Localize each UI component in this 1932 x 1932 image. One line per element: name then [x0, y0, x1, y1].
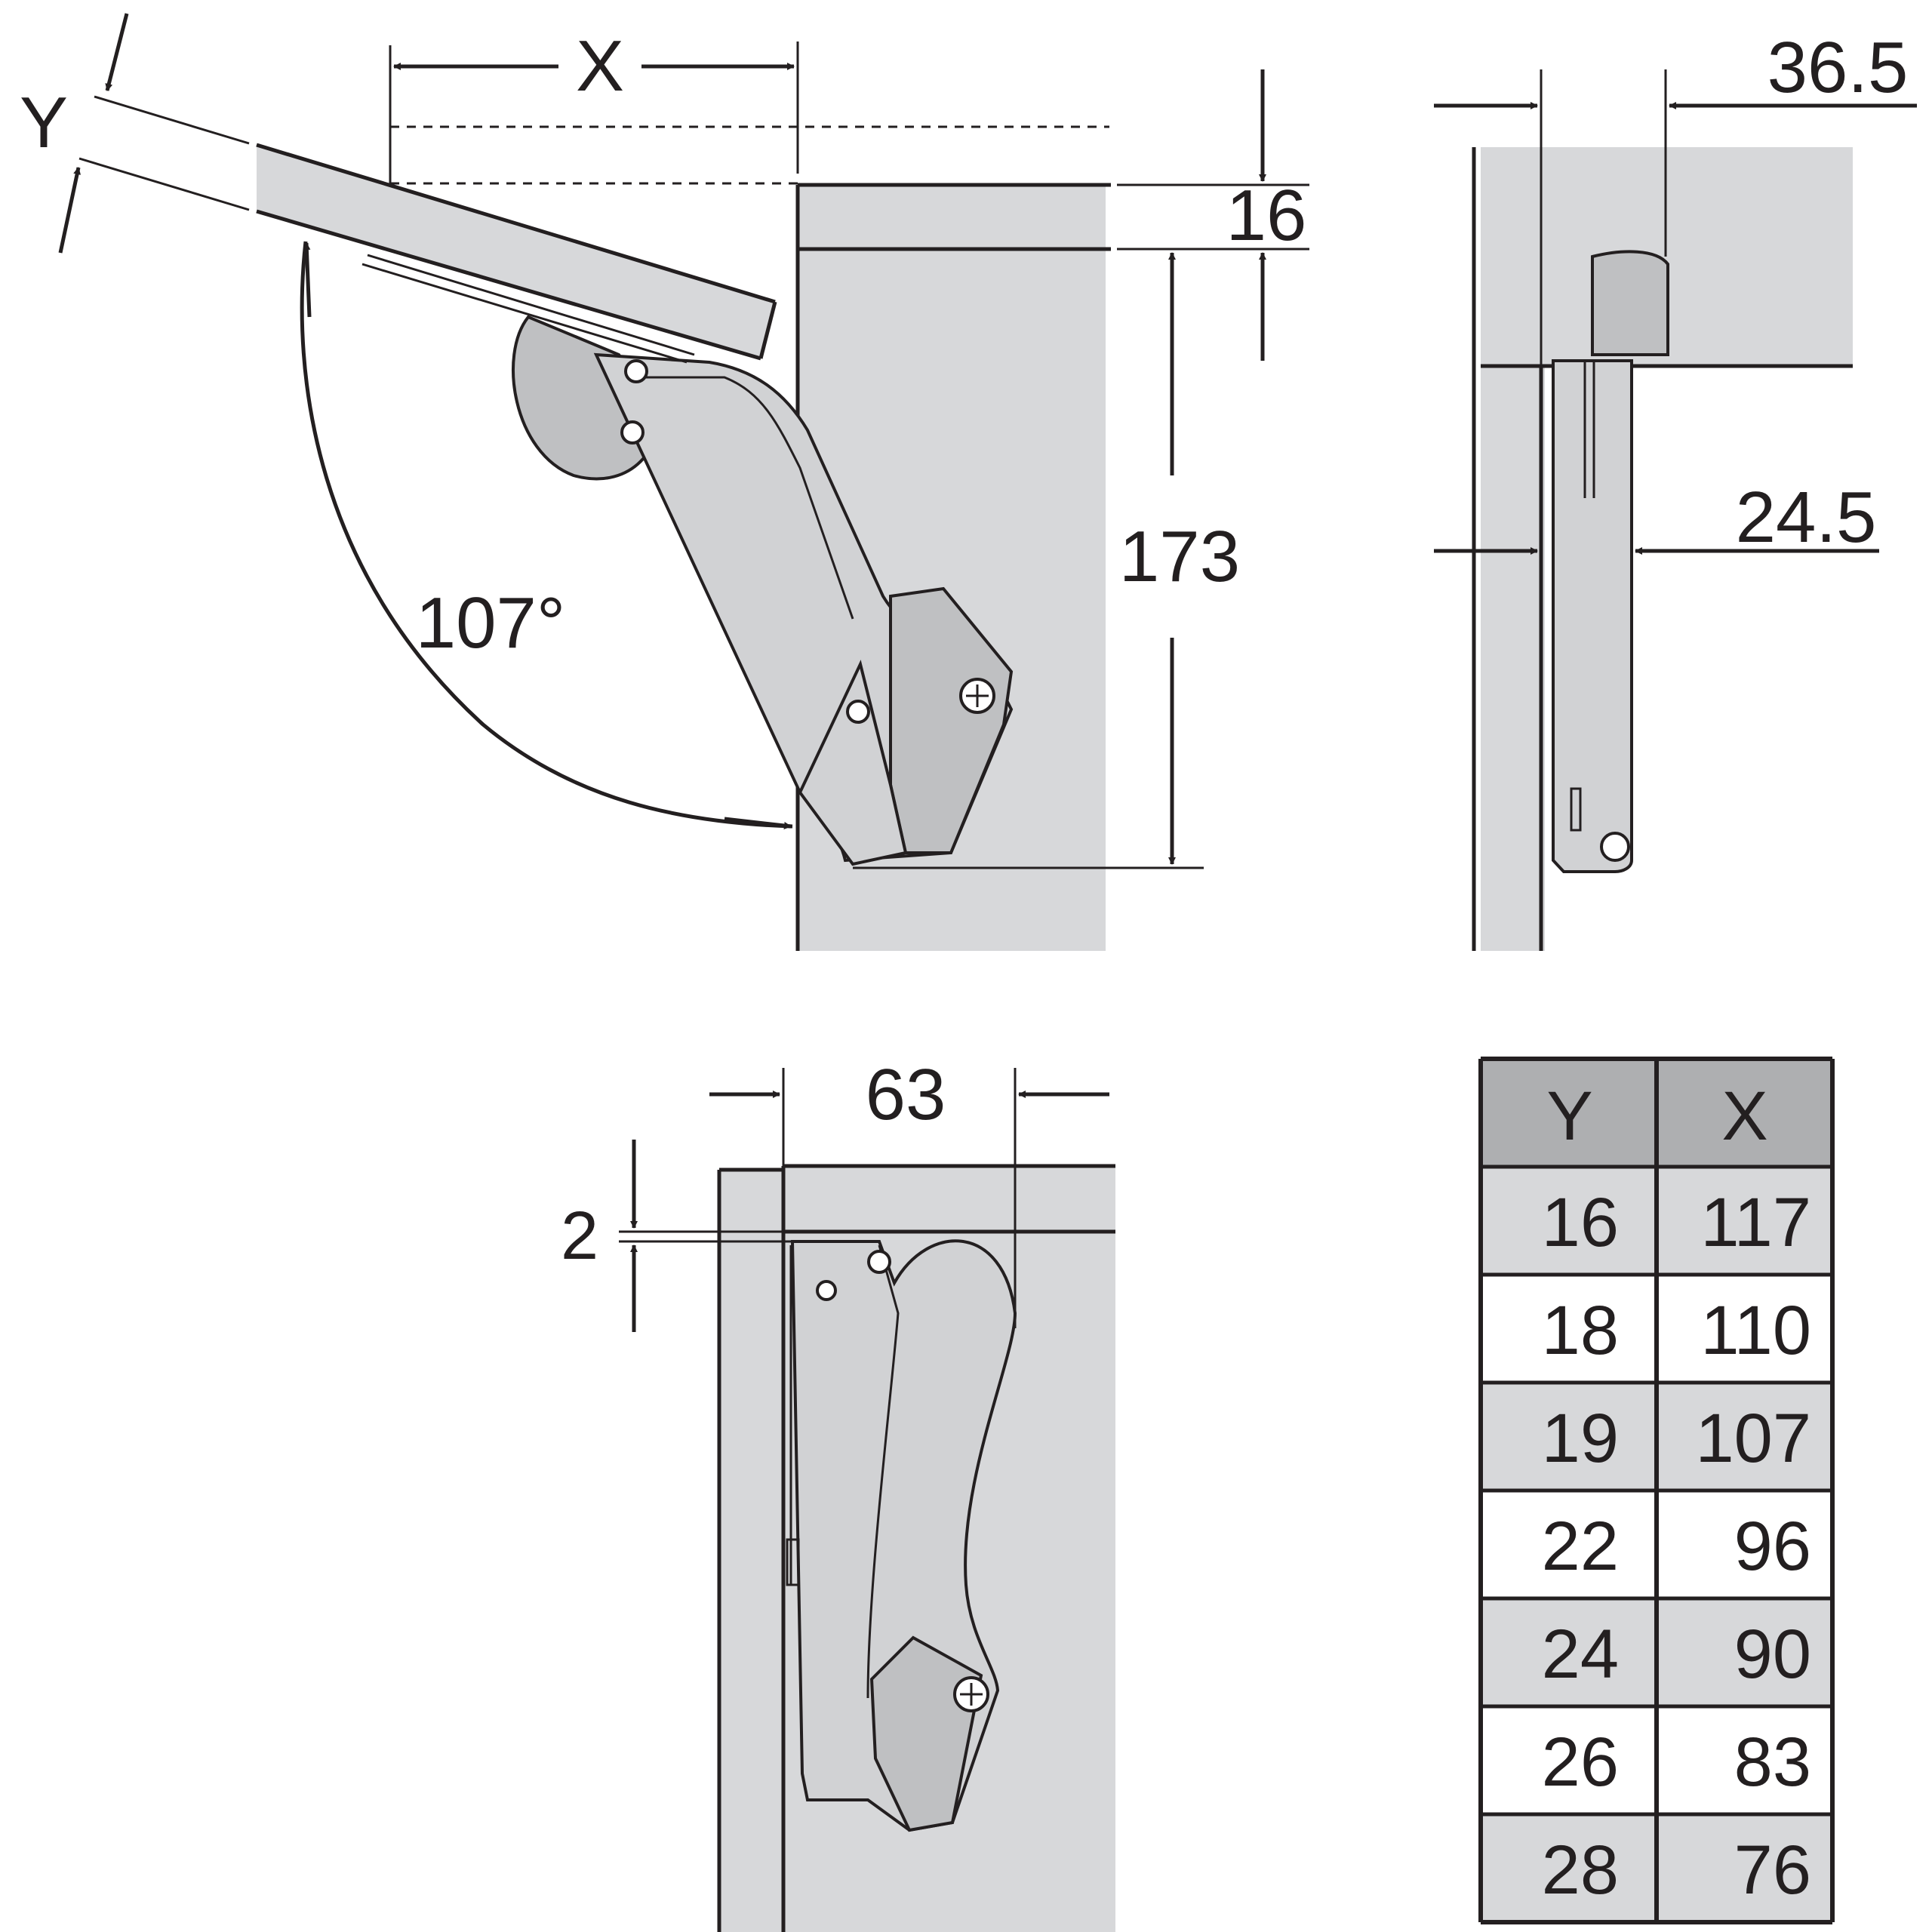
table-cell-x: 96	[1734, 1508, 1811, 1585]
flap-mount-rail-2	[361, 263, 688, 364]
table-header-y: Y	[1546, 1078, 1592, 1155]
open-flap	[257, 145, 775, 358]
pivot-icon-2	[620, 420, 645, 445]
table-cell-x: 107	[1696, 1400, 1812, 1477]
angle-arrow-bottom	[724, 817, 792, 829]
flap-edge-end	[758, 301, 777, 359]
x-dimension-label: X	[576, 26, 624, 106]
xy-table: Y X 16 117 18 110 19 107 22 96 24 90 26 83 28 76	[1478, 1057, 1835, 1924]
flap-edge-bottom	[256, 209, 761, 361]
screw-cross	[966, 685, 989, 707]
table-cell-x: 110	[1700, 1292, 1811, 1369]
angle-arc	[300, 241, 793, 829]
y-arrow-bottom	[58, 167, 82, 254]
table-header-x-cell	[1657, 1059, 1832, 1167]
thickness-label: 16	[1226, 175, 1307, 256]
flap-edge-top	[256, 143, 776, 304]
table-cell-y: 22	[1542, 1508, 1619, 1585]
table-grid	[1478, 1057, 1835, 1924]
table-cell-x: 117	[1700, 1184, 1811, 1261]
y-ext-bottom	[78, 157, 250, 211]
rivet-icon	[846, 700, 870, 724]
side-screw-icon	[1600, 832, 1630, 862]
closed-mechanism-inner	[866, 1244, 900, 1699]
table-cell-y: 18	[1542, 1292, 1619, 1369]
side-view: 36.5 24.5	[1434, 27, 1917, 951]
table-header-y-cell	[1481, 1059, 1657, 1167]
table-cell-y: 19	[1542, 1400, 1619, 1477]
hinge-arm-inner	[626, 376, 854, 620]
open-view: X Y 16 173 107°	[20, 13, 1309, 951]
closed-rivet-icon	[816, 1280, 837, 1301]
y-dimension-label: Y	[20, 82, 68, 163]
table-header-x: X	[1721, 1078, 1767, 1155]
side-mechanism-body	[1552, 359, 1633, 873]
table-cell-x: 90	[1734, 1616, 1811, 1693]
flap-mount-rail	[367, 254, 695, 356]
height-label: 173	[1119, 516, 1240, 597]
y-ext-top	[94, 95, 250, 145]
pivot-icon	[624, 359, 648, 383]
angle-arrow-top	[303, 242, 312, 318]
closed-housing	[869, 1635, 983, 1832]
side-offset-label: 24.5	[1736, 477, 1877, 558]
table-cell-x: 83	[1734, 1724, 1811, 1801]
closed-slot	[786, 1538, 800, 1586]
table-cell-y: 26	[1542, 1724, 1619, 1801]
side-mechanism-head	[1591, 250, 1669, 356]
angle-label: 107°	[416, 583, 566, 663]
closed-pivot-icon	[867, 1250, 891, 1274]
table-cell-x: 76	[1734, 1832, 1811, 1909]
top-offset-label: 36.5	[1767, 27, 1909, 108]
table-cell-y: 24	[1542, 1616, 1619, 1693]
hinge-bracket	[798, 660, 908, 866]
table-cell-y: 16	[1542, 1184, 1619, 1261]
y-arrow-top	[105, 13, 129, 91]
closed-screw-cross	[960, 1683, 983, 1706]
table-cell-y: 28	[1542, 1832, 1619, 1909]
closed-view: 63 2	[561, 1054, 1115, 1932]
gap-label: 2	[561, 1198, 598, 1274]
closed-door	[719, 1170, 783, 1932]
side-slot	[1570, 787, 1582, 832]
width-label: 63	[866, 1054, 946, 1135]
